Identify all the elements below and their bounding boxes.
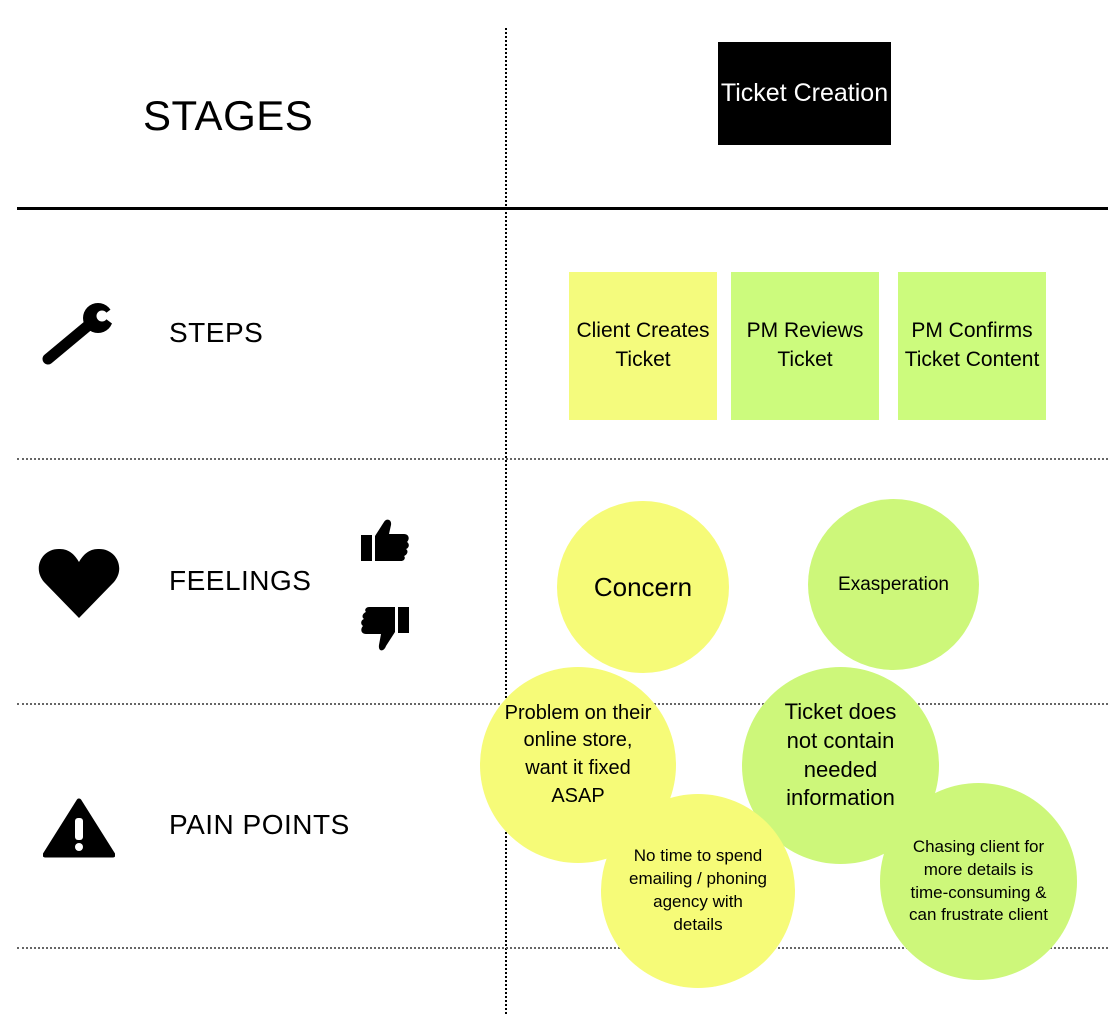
pain-bubble-problem-on-store: Problem on their online store, want it f…	[480, 667, 676, 863]
feeling-bubble-exasperation: Exasperation	[808, 499, 979, 670]
row-separator-pain-points	[17, 947, 1108, 949]
step-card-pm-reviews-ticket: PM Reviews Ticket	[731, 272, 879, 420]
stage-ticket-creation: Ticket Creation	[718, 42, 891, 145]
column-divider	[505, 28, 507, 1014]
pain-bubble-no-time: No time to spend emailing / phoning agen…	[601, 794, 795, 988]
row-label-pain-points: PAIN POINTS	[169, 809, 350, 840]
row-separator-steps	[17, 458, 1108, 460]
step-card-pm-confirms-ticket-content: PM Confirms Ticket Content	[898, 272, 1046, 420]
row-label-steps: STEPS	[169, 317, 264, 348]
header-separator	[17, 207, 1108, 210]
thumbs-up-icon	[360, 518, 410, 562]
row-label-feelings: FEELINGS	[169, 565, 312, 596]
wrench-icon	[42, 302, 116, 366]
stages-title: STAGES	[143, 92, 314, 139]
feeling-bubble-concern: Concern	[557, 501, 729, 673]
step-card-client-creates-ticket: Client Creates Ticket	[569, 272, 717, 420]
warning-icon	[43, 798, 115, 858]
heart-icon	[38, 546, 120, 620]
thumbs-down-icon	[360, 606, 410, 654]
pain-bubble-chasing-client: Chasing client for more details is time-…	[880, 783, 1077, 980]
